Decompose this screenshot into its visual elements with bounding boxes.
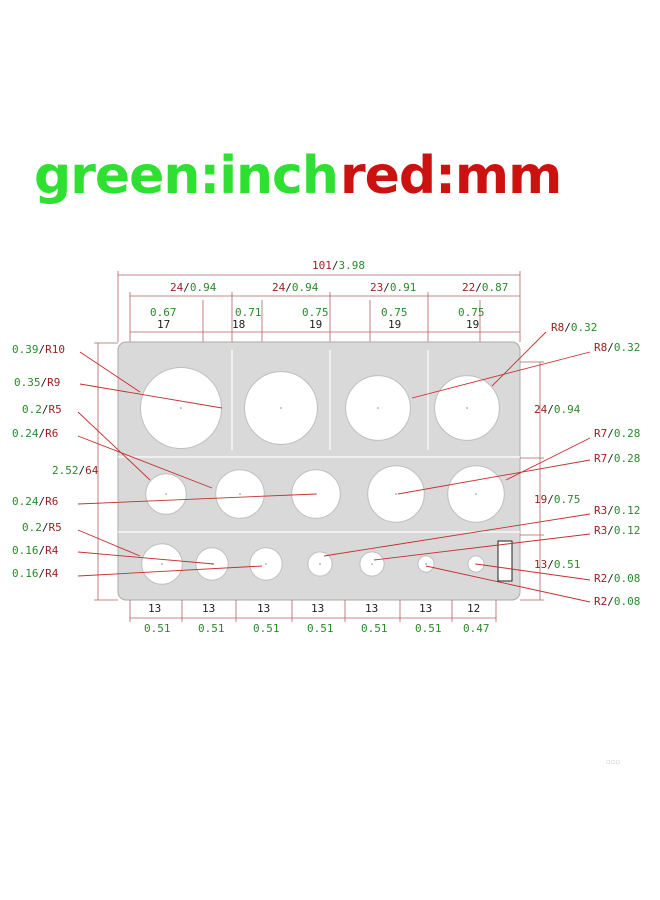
circle-center-mark <box>161 563 163 565</box>
svg-text:0.75: 0.75 <box>458 306 485 319</box>
circle-center-mark <box>239 493 241 495</box>
circle-center-mark <box>165 493 167 495</box>
bottom-cell-dimensions: 13 0.51 13 0.51 13 0.51 13 0.51 13 0.51 … <box>129 600 497 635</box>
svg-text:0.24/R6: 0.24/R6 <box>12 427 58 440</box>
svg-text:18: 18 <box>232 318 245 331</box>
left-leader-lines <box>77 351 317 577</box>
svg-text:0.51: 0.51 <box>307 622 334 635</box>
overall-mm: 101 <box>312 259 332 272</box>
svg-text:0.2/R5: 0.2/R5 <box>22 403 62 416</box>
cutouts <box>140 367 505 585</box>
svg-text:0.51: 0.51 <box>415 622 442 635</box>
svg-text:22/0.87: 22/0.87 <box>462 281 508 294</box>
left-labels: 0.39/R10 0.35/R9 0.2/R5 0.24/R6 0.24/R6 … <box>12 343 65 580</box>
svg-text:24/0.94: 24/0.94 <box>272 281 319 294</box>
svg-text:12: 12 <box>467 602 480 615</box>
circle-center-mark <box>466 407 468 409</box>
svg-text:0.16/R4: 0.16/R4 <box>12 567 59 580</box>
legend-mm: red:mm <box>340 146 562 206</box>
svg-text:13: 13 <box>419 602 432 615</box>
svg-text:23/0.91: 23/0.91 <box>370 281 416 294</box>
svg-text:0.75: 0.75 <box>381 306 408 319</box>
svg-text:0.71: 0.71 <box>235 306 262 319</box>
circle-center-mark <box>180 407 182 409</box>
svg-text:19: 19 <box>466 318 479 331</box>
svg-text:24/0.94: 24/0.94 <box>534 403 581 416</box>
svg-text:R2/0.08: R2/0.08 <box>594 595 640 608</box>
svg-text:13: 13 <box>202 602 215 615</box>
svg-text:0.67: 0.67 <box>150 306 177 319</box>
corner-slot <box>497 540 513 582</box>
top-cell-dimensions: 0.67 17 0.71 18 0.75 19 0.75 19 0.75 19 <box>130 300 520 342</box>
overall-inch: 3.98 <box>339 259 366 272</box>
svg-text:24/0.94: 24/0.94 <box>170 281 217 294</box>
svg-text:19/0.75: 19/0.75 <box>534 493 580 506</box>
svg-text:13: 13 <box>311 602 324 615</box>
circle-center-mark <box>280 407 282 409</box>
circle-center-mark <box>377 407 379 409</box>
svg-text:13: 13 <box>365 602 378 615</box>
plate-markings <box>118 350 520 533</box>
svg-text:17: 17 <box>157 318 170 331</box>
svg-text:13/0.51: 13/0.51 <box>534 558 580 571</box>
watermark-icon: ▫▫▫ <box>606 758 621 766</box>
right-row-dimensions: 24/0.94 19/0.75 13/0.51 <box>520 361 581 601</box>
right-labels: R8/0.32 R8/0.32 R7/0.28 R7/0.28 R3/0.12 … <box>551 321 640 608</box>
height-dimension: 2.52/64 <box>52 342 118 601</box>
svg-text:0.39/R10: 0.39/R10 <box>12 343 65 356</box>
svg-text:0.51: 0.51 <box>361 622 388 635</box>
circle-center-mark <box>265 563 267 565</box>
svg-text:R7/0.28: R7/0.28 <box>594 427 640 440</box>
svg-text:0.16/R4: 0.16/R4 <box>12 544 59 557</box>
height-inch: 2.52 <box>52 464 79 477</box>
top-group-dimensions: 24/0.94 24/0.94 23/0.91 22/0.87 <box>129 281 520 342</box>
svg-text:13: 13 <box>257 602 270 615</box>
svg-text:R8/0.32: R8/0.32 <box>594 341 640 354</box>
svg-text:R7/0.28: R7/0.28 <box>594 452 640 465</box>
svg-text:0.24/R6: 0.24/R6 <box>12 495 58 508</box>
svg-text:2.52/64: 2.52/64 <box>52 464 99 477</box>
svg-text:0.2/R5: 0.2/R5 <box>22 521 62 534</box>
svg-text:19: 19 <box>309 318 322 331</box>
overall-width-dimension: 101/3.98 <box>117 259 521 342</box>
right-leader-lines <box>323 331 591 603</box>
circle-center-mark <box>475 493 477 495</box>
circle-center-mark <box>395 493 397 495</box>
svg-text:0.51: 0.51 <box>253 622 280 635</box>
height-mm: 64 <box>85 464 99 477</box>
svg-text:R8/0.32: R8/0.32 <box>551 321 597 334</box>
svg-text:0.51: 0.51 <box>198 622 225 635</box>
svg-text:13: 13 <box>148 602 161 615</box>
svg-text:0.75: 0.75 <box>302 306 329 319</box>
svg-text:R3/0.12: R3/0.12 <box>594 524 640 537</box>
circle-center-mark <box>319 563 321 565</box>
svg-text:0.47: 0.47 <box>463 622 490 635</box>
svg-text:101/3.98: 101/3.98 <box>312 259 365 272</box>
circle-center-mark <box>371 563 373 565</box>
circle-center-mark <box>425 563 427 565</box>
svg-text:0.51: 0.51 <box>144 622 171 635</box>
svg-text:19: 19 <box>388 318 401 331</box>
legend-inch: green:inch <box>34 146 339 206</box>
svg-text:R3/0.12: R3/0.12 <box>594 504 640 517</box>
svg-text:0.35/R9: 0.35/R9 <box>14 376 60 389</box>
svg-text:R2/0.08: R2/0.08 <box>594 572 640 585</box>
